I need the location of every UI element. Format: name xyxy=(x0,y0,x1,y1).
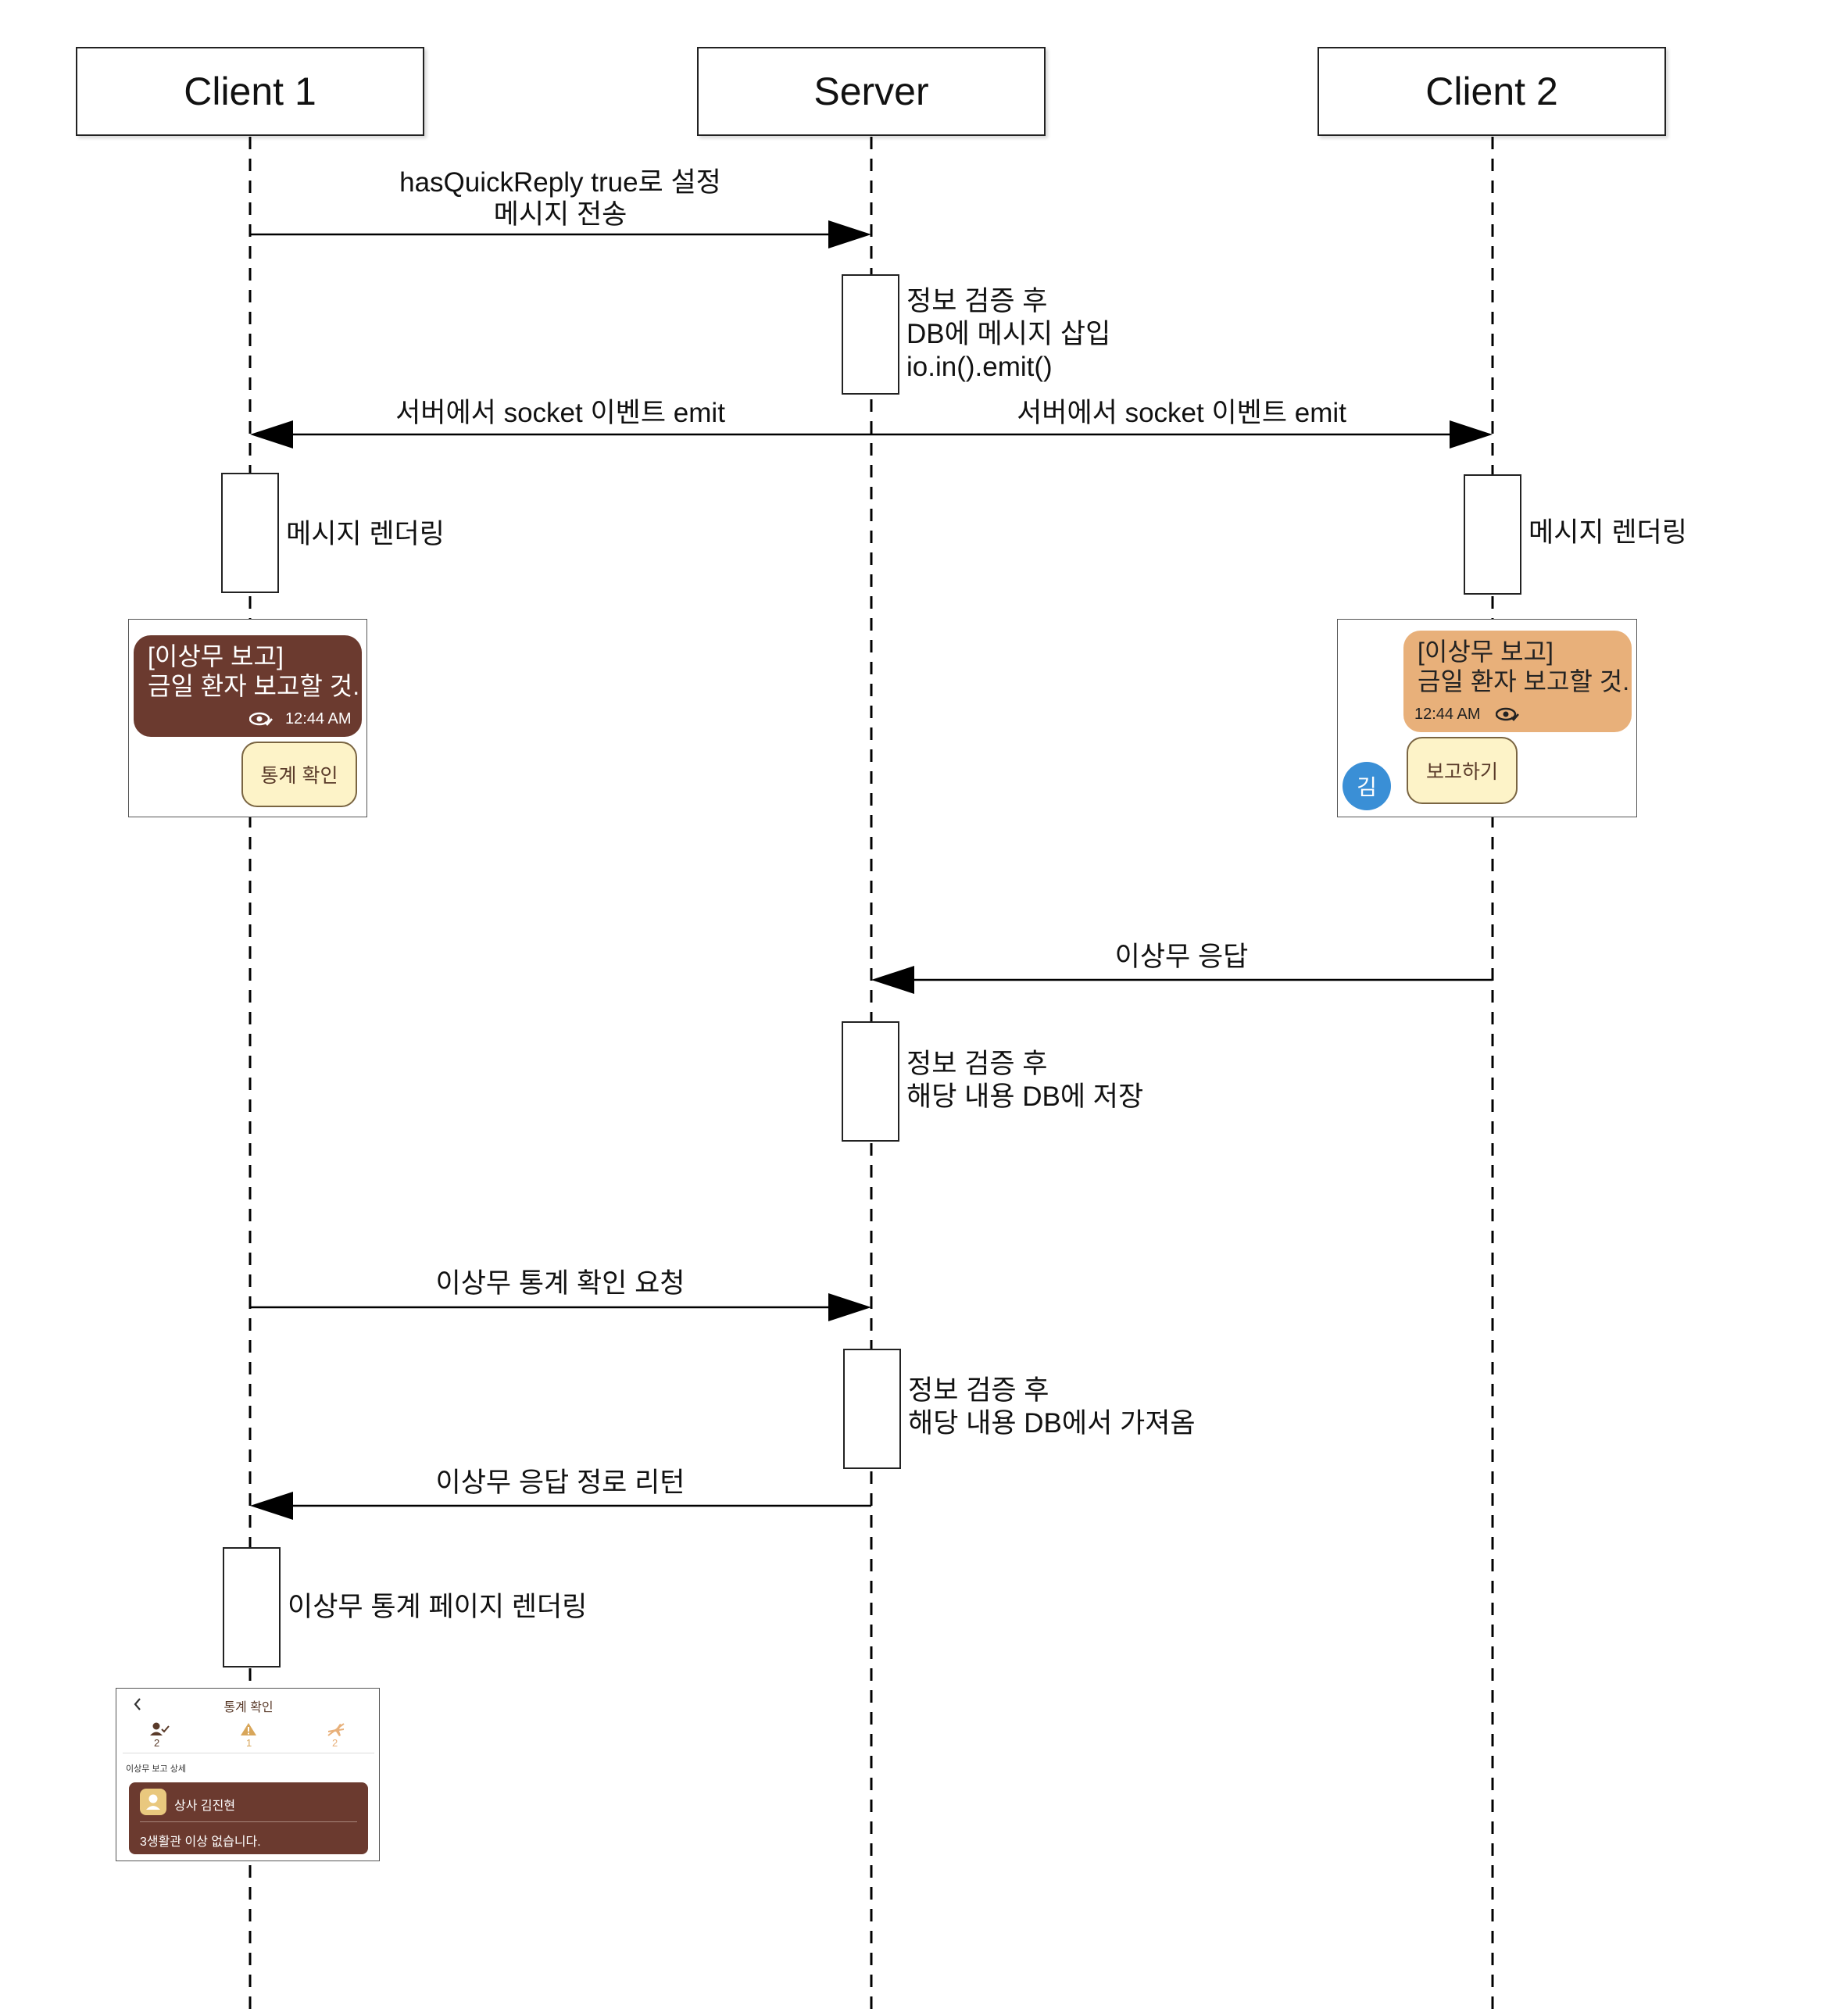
note-server-verify3-line1: 정보 검증 후 xyxy=(908,1375,1049,1406)
note-server-verify2-line2: 해당 내용 DB에 저장 xyxy=(906,1081,1144,1112)
msg-send-line1: hasQuickReply true로 설정 xyxy=(399,167,721,198)
stats-check-button[interactable]: 통계 확인 xyxy=(241,742,357,807)
activation-server-3 xyxy=(843,1349,901,1469)
eye-check-icon xyxy=(1496,707,1519,721)
note-server-verify1-line3: io.in().emit() xyxy=(906,352,1053,382)
note-client2-render: 메시지 렌더링 xyxy=(1528,517,1687,548)
plane-off-icon xyxy=(327,1723,345,1736)
note-client1-render: 메시지 렌더링 xyxy=(286,519,445,549)
client1-message-time: 12:44 AM xyxy=(285,710,352,727)
arrow-emit-left xyxy=(250,420,871,449)
activation-client2-1 xyxy=(1464,474,1521,595)
report-button[interactable]: 보고하기 xyxy=(1407,737,1518,804)
stat-value-2: 1 xyxy=(246,1737,252,1749)
client1-message-bubble: [이상무 보고] 금일 환자 보고할 것. 12:44 AM xyxy=(134,635,362,737)
stats-section-title: 이상무 보고 상세 xyxy=(126,1764,186,1774)
msg-response: 이상무 응답 xyxy=(1114,942,1249,972)
arrow-emit-right xyxy=(871,420,1493,449)
client2-message-time: 12:44 AM xyxy=(1414,706,1481,723)
msg-stats-request: 이상무 통계 확인 요청 xyxy=(435,1268,685,1299)
client1-message-title: [이상무 보고] xyxy=(148,642,284,670)
actor-server-label: Server xyxy=(813,70,929,113)
msg-send-line2: 메시지 전송 xyxy=(493,199,627,230)
client2-chat-preview: [이상무 보고] 금일 환자 보고할 것. 12:44 AM 김 보고하기 xyxy=(1337,619,1637,817)
stats-page-preview: 통계 확인 2 1 2 이상무 보고 상세 상 xyxy=(116,1688,380,1861)
arrow-response xyxy=(871,966,1493,994)
activation-client1-2 xyxy=(223,1547,281,1667)
client2-message-body: 금일 환자 보고할 것. xyxy=(1418,667,1630,695)
note-server-verify1-line1: 정보 검증 후 xyxy=(906,286,1048,316)
stats-page-title: 통계 확인 xyxy=(223,1701,274,1714)
activation-server-2 xyxy=(842,1021,899,1142)
report-name: 상사 김진현 xyxy=(174,1800,236,1813)
client1-chat-preview: [이상무 보고] 금일 환자 보고할 것. 12:44 AM 통계 확인 xyxy=(128,619,367,817)
report-divider xyxy=(140,1821,357,1822)
msg-emit-right: 서버에서 socket 이벤트 emit xyxy=(1017,398,1346,428)
note-server-verify2-line1: 정보 검증 후 xyxy=(906,1049,1048,1079)
actor-client1: Client 1 xyxy=(76,47,424,136)
client1-message-body: 금일 환자 보고할 것. xyxy=(148,672,360,700)
chevron-left-icon[interactable] xyxy=(132,1696,143,1712)
eye-check-icon xyxy=(249,712,273,726)
report-card[interactable]: 상사 김진현 3생활관 이상 없습니다. xyxy=(129,1782,368,1854)
arrow-stats-request xyxy=(250,1293,871,1321)
actor-client2-label: Client 2 xyxy=(1425,70,1558,113)
avatar: 김 xyxy=(1343,762,1391,810)
arrow-send-message xyxy=(250,220,871,248)
note-server-verify3-line2: 해당 내용 DB에서 가져옴 xyxy=(908,1408,1196,1439)
stat-value-3: 2 xyxy=(332,1737,338,1749)
warning-icon xyxy=(241,1723,256,1735)
msg-return-response: 이상무 응답 정로 리턴 xyxy=(435,1467,685,1498)
activation-server-1 xyxy=(842,274,899,395)
note-server-verify1-line2: DB에 메시지 삽입 xyxy=(906,319,1111,349)
arrow-return-response xyxy=(250,1492,871,1520)
stat-value-1: 2 xyxy=(154,1737,160,1749)
client2-message-title: [이상무 보고] xyxy=(1418,638,1553,666)
user-check-icon xyxy=(150,1722,170,1735)
actor-server: Server xyxy=(697,47,1046,136)
actor-client2: Client 2 xyxy=(1318,47,1666,136)
msg-emit-left: 서버에서 socket 이벤트 emit xyxy=(395,398,725,428)
actor-client1-label: Client 1 xyxy=(184,70,316,113)
user-icon xyxy=(140,1789,166,1815)
activation-client1-1 xyxy=(221,473,279,593)
report-text: 3생활관 이상 없습니다. xyxy=(140,1835,261,1849)
client2-message-bubble: [이상무 보고] 금일 환자 보고할 것. 12:44 AM xyxy=(1403,631,1632,732)
note-client1-stats-render: 이상무 통계 페이지 렌더링 xyxy=(288,1592,588,1622)
